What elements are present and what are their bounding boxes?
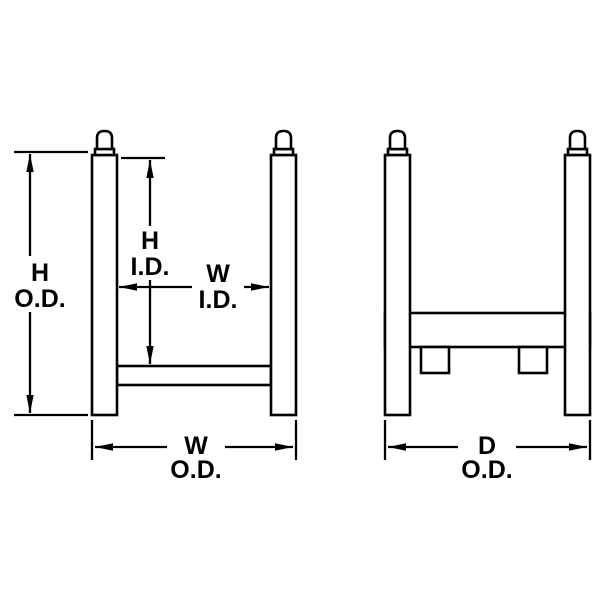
front-right-post <box>269 153 298 417</box>
front-left-stacking-lug <box>93 129 116 157</box>
side-right-foot <box>517 345 549 375</box>
h-id-dimension: H I.D. <box>121 156 174 364</box>
w-od-label-mask <box>167 432 225 480</box>
side-left-foot <box>419 345 451 375</box>
w-od-label-line1: W <box>184 432 208 460</box>
lug-pin <box>388 129 407 151</box>
w-od-label-line2: O.D. <box>170 456 221 484</box>
w-id-label-line2: I.D. <box>199 286 238 314</box>
h-od-label-line2: O.D. <box>14 285 65 313</box>
w-od-dimension: W O.D. <box>90 420 298 484</box>
lug-pin <box>568 129 587 151</box>
h-od-label-mask <box>12 256 68 312</box>
lug-pin <box>95 129 114 151</box>
front-right-stacking-lug <box>272 129 295 157</box>
h-id-label-line2: I.D. <box>131 253 170 281</box>
side-right-stacking-lug <box>566 129 589 157</box>
h-od-dimension: H O.D. <box>12 150 88 417</box>
w-id-label-mask <box>192 262 244 312</box>
lug-pin <box>274 129 293 151</box>
d-od-dimension: D O.D. <box>383 420 592 484</box>
side-left-post <box>383 153 412 417</box>
front-view <box>90 129 298 417</box>
front-crossbar <box>115 364 273 387</box>
d-od-label-mask <box>458 432 516 480</box>
d-od-label-line1: D <box>478 432 496 460</box>
h-od-label-line1: H <box>31 259 49 287</box>
side-bar <box>383 311 592 349</box>
side-view <box>383 129 592 417</box>
h-id-label-line1: H <box>141 227 159 255</box>
front-left-post <box>90 153 119 417</box>
side-left-stacking-lug <box>386 129 409 157</box>
h-id-label-mask <box>126 226 174 280</box>
w-id-dimension: W I.D. <box>119 260 269 314</box>
w-id-label-line1: W <box>206 260 230 288</box>
d-od-label-line2: O.D. <box>461 456 512 484</box>
side-right-post <box>563 153 592 417</box>
